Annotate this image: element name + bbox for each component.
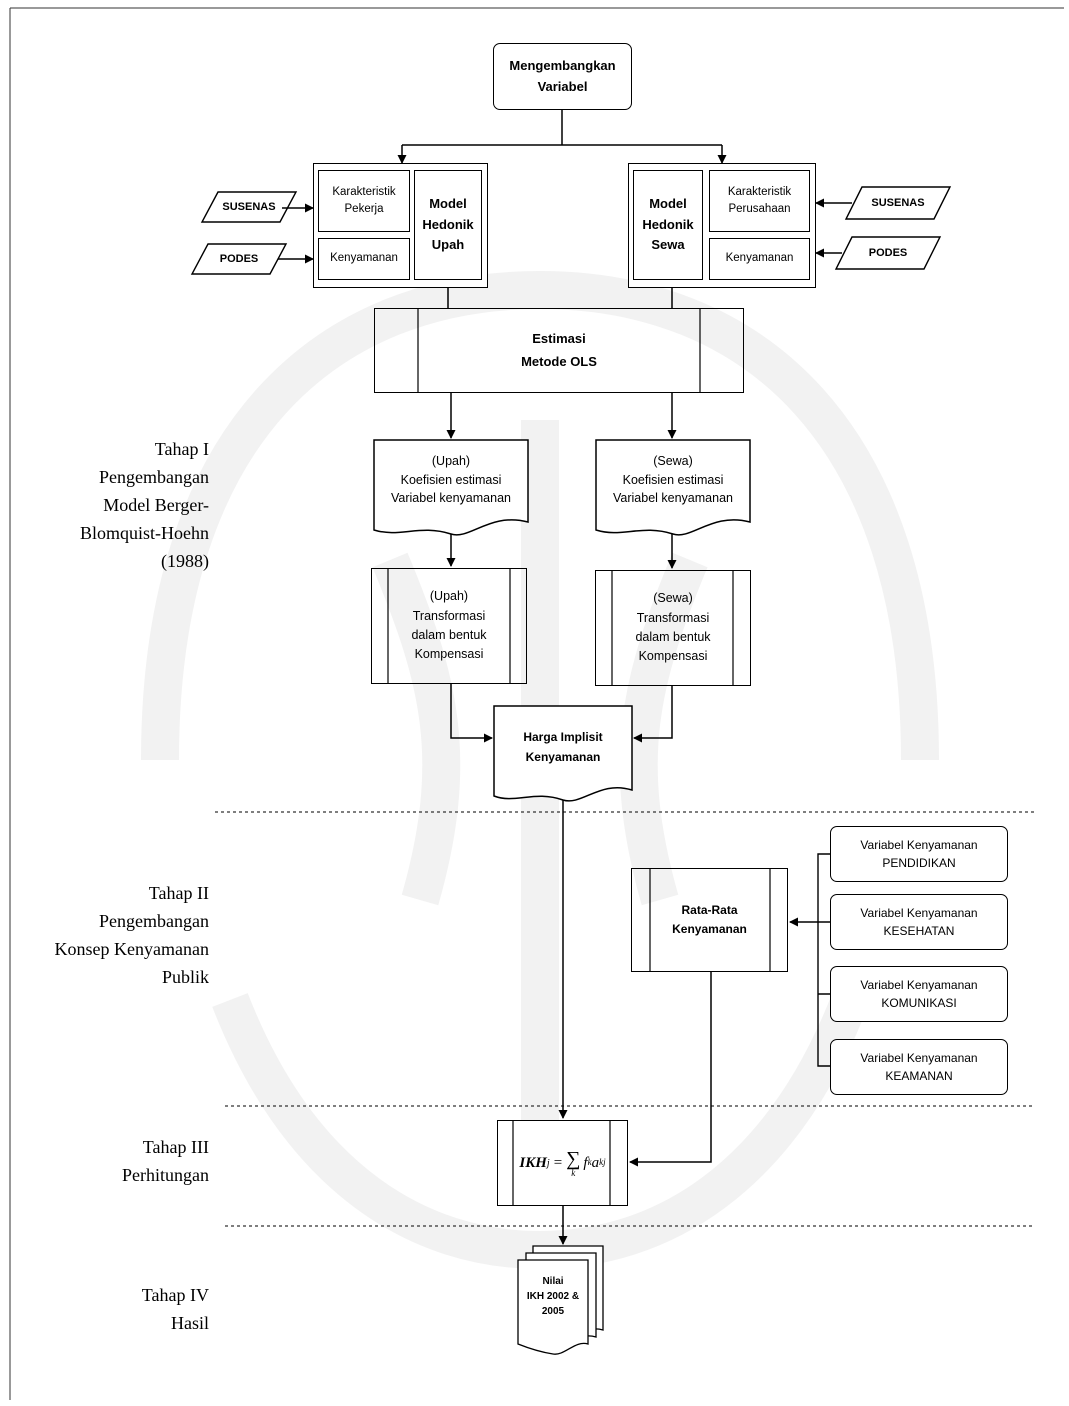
variabel-komunikasi-box: Variabel Kenyamanan KOMUNIKASI — [830, 966, 1008, 1022]
formula-a-sub: kj — [599, 1157, 606, 1168]
stage-label-3: Tahap III Perhitungan — [122, 1137, 209, 1185]
model-hedonik-sewa-box: Model Hedonik Sewa — [633, 170, 703, 280]
input-podes-left — [190, 243, 288, 275]
page-border — [9, 7, 1064, 1400]
input-susenas-right — [844, 186, 952, 220]
harga-implisit-text: Harga Implisit Kenyamanan — [523, 729, 603, 764]
mengembangkan-variabel-box: Mengembangkan Variabel — [493, 43, 632, 110]
stage-label-4: Tahap IV Hasil — [141, 1285, 209, 1333]
koef-sewa-text: (Sewa) Koefisien estimasi Variabel kenya… — [613, 453, 733, 506]
input-susenas-left — [200, 191, 298, 223]
transformasi-sewa-box: (Sewa) Transformasi dalam bentuk Kompens… — [595, 570, 751, 686]
formula-eq: = — [553, 1154, 563, 1171]
stage-label-1: Tahap I Pengembangan Model Berger- Blomq… — [80, 439, 209, 571]
estimasi-ols-box: Estimasi Metode OLS — [374, 308, 744, 393]
variabel-kesehatan-box: Variabel Kenyamanan KESEHATAN — [830, 894, 1008, 950]
podes-right-label: PODES — [868, 246, 908, 259]
susenas-right-label: SUSENAS — [871, 196, 925, 209]
connector-transf-sewa-harga — [633, 686, 673, 743]
formula-f: f — [583, 1154, 588, 1171]
variabel-keamanan-box: Variabel Kenyamanan KEAMANAN — [830, 1039, 1008, 1095]
rata-rata-kenyamanan-box: Rata-Rata Kenyamanan — [631, 868, 788, 972]
koef-sewa-shape — [595, 439, 751, 536]
formula-a: a — [591, 1154, 600, 1171]
formula-sum-sub: k — [571, 1167, 576, 1178]
variabel-pendidikan-box: Variabel Kenyamanan PENDIDIKAN — [830, 826, 1008, 882]
formula-ikh-box — [497, 1120, 628, 1206]
transformasi-upah-box: (Upah) Transformasi dalam bentuk Kompens… — [371, 568, 527, 684]
kenyamanan-left-box: Kenyamanan — [318, 238, 410, 280]
susenas-left-label: SUSENAS — [222, 200, 276, 213]
formula-sum: ∑ k — [566, 1149, 580, 1178]
karakteristik-perusahaan-box: Karakteristik Perusahaan — [709, 170, 810, 232]
podes-left-label: PODES — [219, 252, 259, 265]
connector-transf-upah-harga — [450, 684, 493, 743]
input-podes-right — [834, 236, 942, 270]
kenyamanan-right-box: Kenyamanan — [709, 238, 810, 280]
connector-top-split — [402, 110, 722, 146]
nilai-doc-front — [517, 1259, 589, 1355]
formula-lhs: IKH — [519, 1154, 547, 1171]
formula-lhs-sub: j — [546, 1157, 550, 1169]
karakteristik-pekerja-box: Karakteristik Pekerja — [318, 170, 410, 232]
stage-label-2: Tahap II Pengembangan Konsep Kenyamanan … — [54, 883, 209, 987]
connector-rata-formula — [629, 972, 712, 1167]
model-hedonik-upah-box: Model Hedonik Upah — [414, 170, 482, 280]
sum-icon: ∑ — [566, 1147, 581, 1170]
nilai-ikh-text: Nilai IKH 2002 & 2005 — [526, 1275, 580, 1317]
koef-upah-text: (Upah) Koefisien estimasi Variabel kenya… — [391, 453, 511, 506]
formula-f-sub: k — [587, 1157, 592, 1168]
connector-variables-bracket — [817, 853, 830, 1067]
